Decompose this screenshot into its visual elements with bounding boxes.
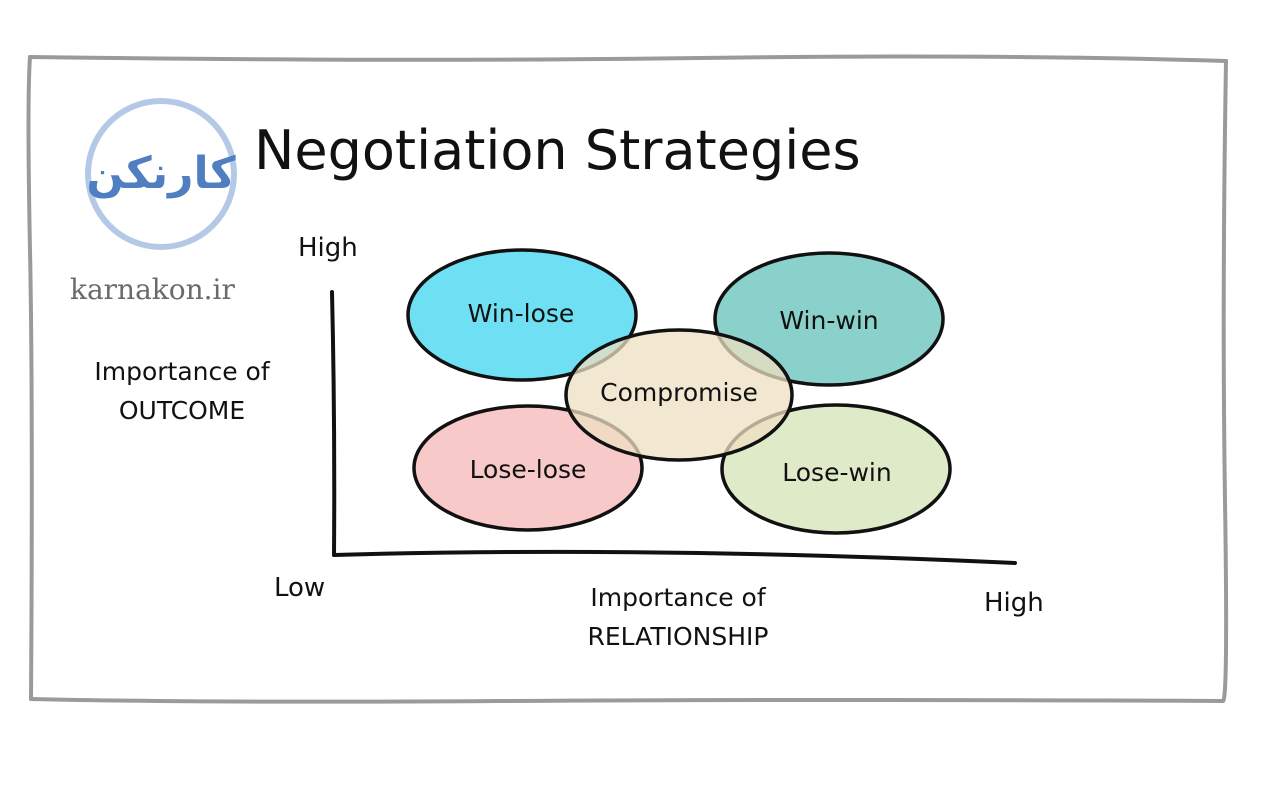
y-axis-title-line2: OUTCOME [119, 396, 245, 425]
ellipse-compromise [564, 328, 794, 462]
strategy-labels: Win-lose Win-win Compromise Lose-lose Lo… [468, 299, 892, 487]
axes [330, 290, 1017, 565]
logo-text: کارنکن [86, 148, 236, 199]
label-lose-lose: Lose-lose [470, 455, 587, 484]
label-compromise: Compromise [600, 378, 758, 407]
logo-ring [85, 98, 237, 250]
frame [26, 54, 1229, 704]
x-axis-title-line1: Importance of [590, 583, 767, 612]
origin-low-label: Low [274, 573, 325, 603]
page-title: Negotiation Strategies [254, 119, 861, 182]
label-lose-win: Lose-win [782, 458, 891, 487]
label-win-win: Win-win [779, 306, 878, 335]
label-win-lose: Win-lose [468, 299, 575, 328]
strategy-ellipses [406, 248, 952, 535]
x-axis-title-line2: RELATIONSHIP [588, 622, 769, 651]
site-url: karnakon.ir [70, 273, 235, 306]
ellipse-win-win [713, 251, 945, 387]
ellipse-lose-win [720, 403, 952, 535]
x-axis [332, 549, 1017, 565]
ellipse-win-lose [406, 248, 638, 382]
y-axis-title-line1: Importance of [94, 357, 271, 386]
y-axis [330, 290, 337, 557]
ellipse-lose-lose [412, 404, 644, 532]
x-axis-high-label: High [984, 588, 1044, 618]
logo: کارنکن [85, 98, 237, 250]
y-axis-high-label: High [298, 233, 358, 263]
